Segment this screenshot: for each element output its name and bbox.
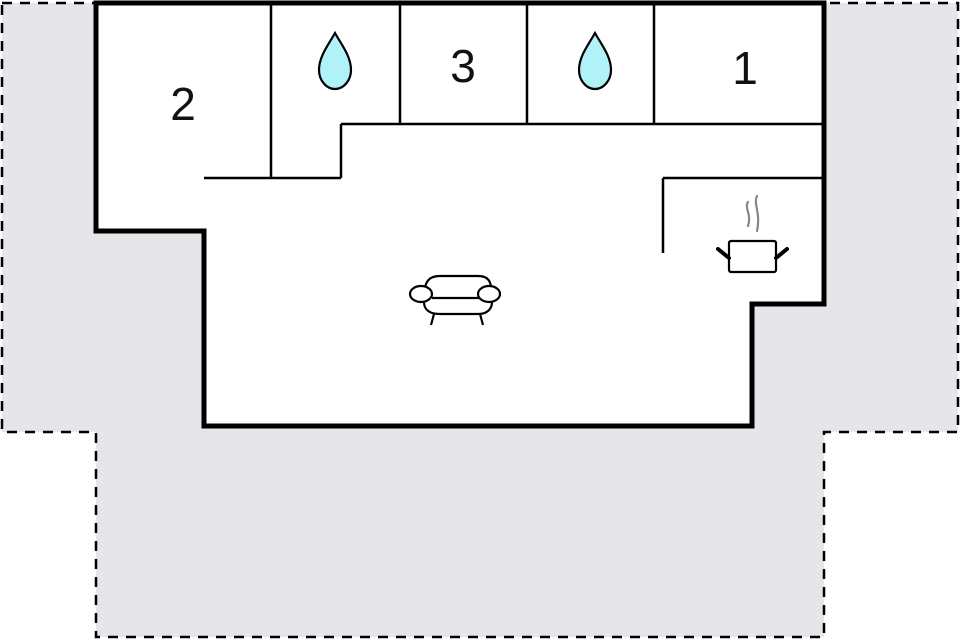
room-label-bedroom-3: 3 bbox=[450, 40, 476, 92]
armchair-icon bbox=[408, 274, 502, 326]
exterior-walls bbox=[93, 0, 827, 429]
water-drop-icon bbox=[317, 30, 353, 91]
house-footprint bbox=[96, 3, 824, 426]
water-drop-icon bbox=[577, 30, 613, 91]
cooking-pot-icon bbox=[716, 194, 789, 274]
room-label-bedroom-2: 2 bbox=[170, 78, 196, 130]
interior-walls bbox=[204, 3, 824, 253]
room-label-bedroom-1: 1 bbox=[732, 42, 758, 94]
